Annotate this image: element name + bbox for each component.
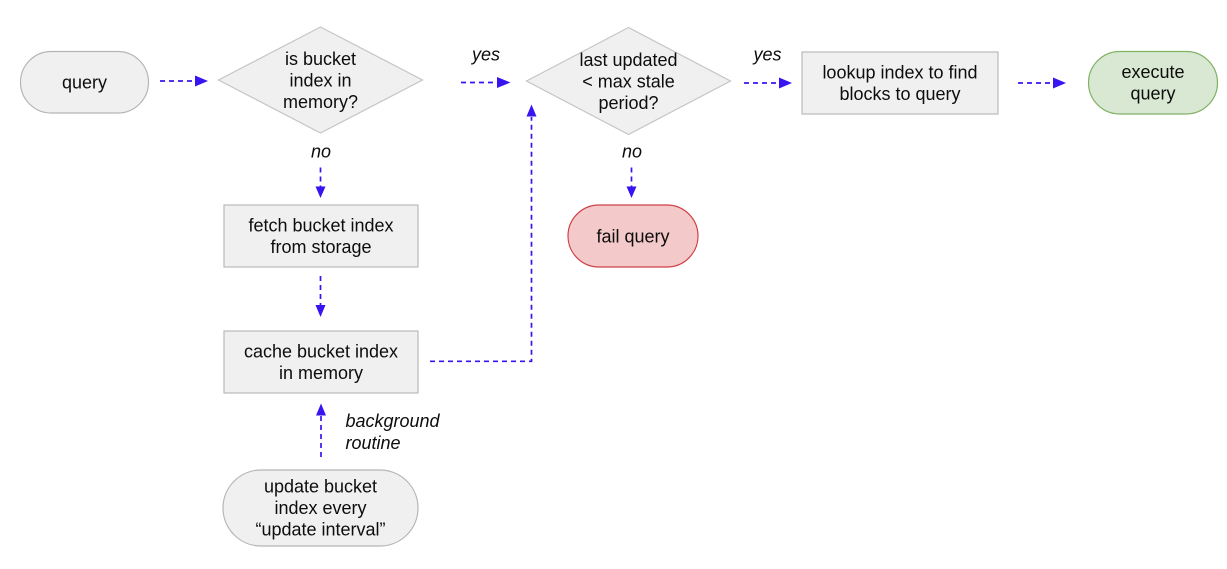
svg-text:from storage: from storage <box>270 237 371 257</box>
svg-text:execute: execute <box>1121 62 1184 82</box>
svg-text:< max stale: < max stale <box>582 71 675 91</box>
svg-text:yes: yes <box>751 45 781 65</box>
svg-text:in memory: in memory <box>279 363 363 383</box>
svg-text:no: no <box>622 142 642 162</box>
svg-text:background: background <box>346 411 441 431</box>
svg-text:query: query <box>62 73 107 93</box>
svg-text:last updated: last updated <box>579 50 677 70</box>
svg-text:update bucket: update bucket <box>264 477 377 497</box>
svg-text:fetch bucket index: fetch bucket index <box>248 215 393 235</box>
svg-text:index every: index every <box>274 498 366 518</box>
svg-text:memory?: memory? <box>283 92 358 112</box>
svg-text:yes: yes <box>470 45 500 65</box>
svg-text:routine: routine <box>346 433 401 453</box>
svg-text:fail query: fail query <box>596 227 669 247</box>
svg-text:no: no <box>311 142 331 162</box>
svg-text:query: query <box>1130 84 1175 104</box>
svg-text:“update interval”: “update interval” <box>255 520 385 540</box>
svg-text:cache bucket index: cache bucket index <box>244 341 398 361</box>
svg-text:blocks to query: blocks to query <box>839 84 960 104</box>
svg-text:index in: index in <box>289 70 351 90</box>
svg-text:lookup index to find: lookup index to find <box>822 62 977 82</box>
svg-text:is bucket: is bucket <box>285 49 356 69</box>
svg-text:period?: period? <box>598 93 658 113</box>
